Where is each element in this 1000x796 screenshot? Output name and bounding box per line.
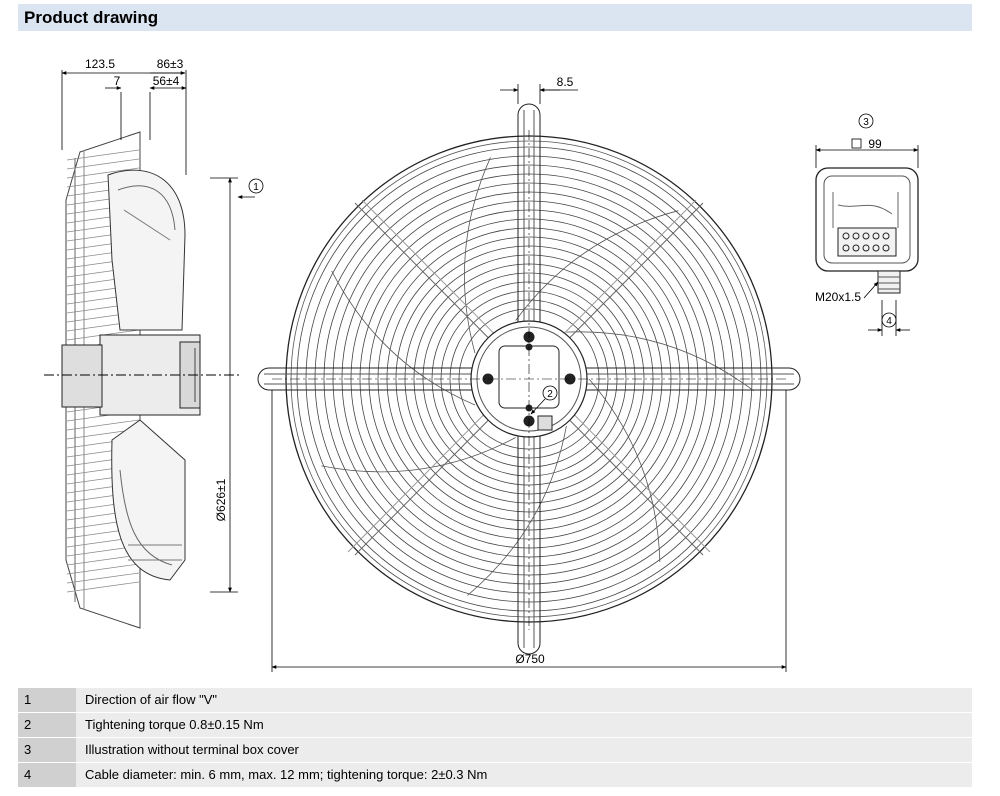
legend-row: 2 Tightening torque 0.8±0.15 Nm [18, 713, 972, 737]
section-title: Product drawing [24, 8, 159, 27]
legend-table: 1 Direction of air flow "V" 2 Tightening… [18, 688, 972, 788]
callout-4-label: 4 [886, 316, 892, 327]
legend-row: 4 Cable diameter: min. 6 mm, max. 12 mm;… [18, 763, 972, 787]
dim-side-small: 7 [114, 74, 121, 88]
side-guard-outline [65, 131, 141, 629]
callout-3-circle [858, 113, 874, 129]
callout-2-label: 2 [547, 389, 553, 400]
legend-row: 1 Direction of air flow "V" [18, 688, 972, 712]
side-blade-upper [107, 169, 186, 331]
side-view [44, 70, 264, 629]
dim-box-gland: M20x1.5 [815, 290, 861, 304]
dim-side-depth: 86±3 [157, 57, 184, 71]
callout-1-circle [248, 178, 264, 194]
terminal-strip [837, 227, 897, 257]
callout-2-circle [542, 385, 558, 401]
product-drawing: 123.5 86±3 7 56±4 Ø626±1 1 [44, 57, 919, 672]
terminal-box-view [815, 113, 919, 336]
section-header: Product drawing [18, 4, 972, 31]
legend-number: 3 [18, 738, 76, 762]
dim-side-overall: 123.5 [85, 57, 115, 71]
legend-number: 2 [18, 713, 76, 737]
legend-text: Direction of air flow "V" [76, 688, 972, 712]
front-blade-curves [321, 157, 754, 596]
legend-row: 3 Illustration without terminal box cove… [18, 738, 972, 762]
dim-front-diameter: Ø750 [515, 652, 545, 666]
callout-3-label: 3 [863, 117, 869, 128]
dim-front-slot: 8.5 [557, 75, 574, 89]
dim-box-width: 99 [868, 137, 882, 151]
legend-text: Illustration without terminal box cover [76, 738, 972, 762]
legend-number: 4 [18, 763, 76, 787]
callout-4-circle [881, 312, 897, 328]
dim-side-motor: 56±4 [153, 74, 180, 88]
dim-side-diameter: Ø626±1 [214, 478, 228, 521]
legend-number: 1 [18, 688, 76, 712]
callout-1-label: 1 [253, 182, 259, 193]
side-blade-lower [111, 419, 186, 581]
cable-gland [877, 270, 901, 294]
front-view [257, 84, 801, 672]
legend-text: Cable diameter: min. 6 mm, max. 12 mm; t… [76, 763, 972, 787]
legend-text: Tightening torque 0.8±0.15 Nm [76, 713, 972, 737]
